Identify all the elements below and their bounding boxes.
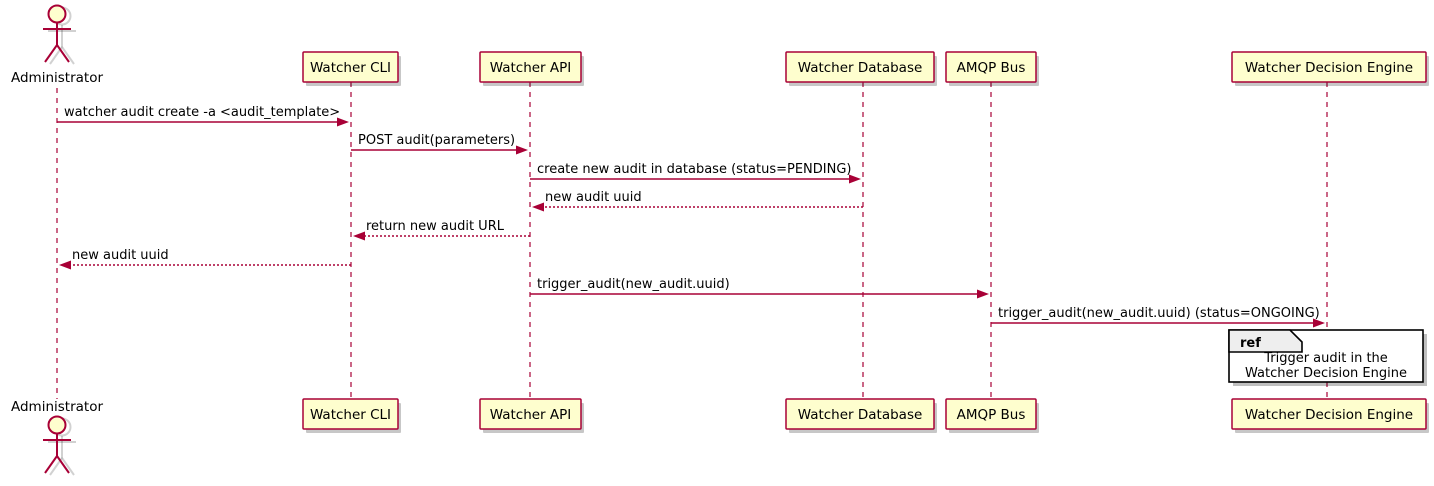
participant-label-watcher-cli-top: Watcher CLI — [310, 60, 391, 76]
participant-box-watcher-database[interactable] — [785, 51, 935, 83]
message-5[interactable]: return new audit URL — [353, 219, 530, 241]
message-6-arrowhead — [59, 260, 71, 270]
participant-header-watcher-database[interactable]: Watcher Database — [785, 51, 937, 86]
message-1-arrowhead — [337, 117, 349, 127]
message-3-label: create new audit in database (status=PEN… — [537, 162, 852, 177]
participant-label-watcher-decision-engine-bottom: Watcher Decision Engine — [1245, 407, 1413, 423]
message-7-arrowhead — [977, 289, 989, 299]
message-5-arrowhead — [353, 231, 365, 241]
participant-label-watcher-cli-bottom: Watcher CLI — [310, 407, 391, 423]
message-1-label: watcher audit create -a <audit_template> — [64, 105, 340, 120]
participant-box-amqp-bus-bottom[interactable] — [945, 398, 1037, 430]
message-7[interactable]: trigger_audit(new_audit.uuid) — [530, 277, 989, 299]
message-2[interactable]: POST audit(parameters) — [351, 133, 528, 155]
actor-label-administrator-top: Administrator — [11, 70, 103, 86]
message-1[interactable]: watcher audit create -a <audit_template> — [57, 105, 349, 127]
message-4[interactable]: new audit uuid — [532, 190, 863, 212]
actor-administrator-bottom[interactable]: Administrator — [11, 399, 103, 476]
participant-box-watcher-api[interactable] — [479, 51, 582, 83]
participant-footer-amqp-bus[interactable]: AMQP Bus — [945, 398, 1039, 433]
participant-box-watcher-database-bottom[interactable] — [785, 398, 935, 430]
message-8[interactable]: trigger_audit(new_audit.uuid) (status=ON… — [991, 306, 1325, 328]
ref-fragment-tab-label: ref — [1240, 336, 1261, 351]
actor-leg-left-icon — [44, 44, 58, 63]
participant-header-watcher-cli[interactable]: Watcher CLI — [302, 51, 401, 86]
message-6-label: new audit uuid — [72, 248, 169, 263]
participant-label-watcher-database-top: Watcher Database — [798, 60, 923, 76]
message-6[interactable]: new audit uuid — [59, 248, 351, 270]
actor-head-icon-bottom — [47, 415, 67, 435]
participant-footer-watcher-database[interactable]: Watcher Database — [785, 398, 937, 433]
participant-label-watcher-decision-engine-top: Watcher Decision Engine — [1245, 60, 1413, 76]
participant-box-watcher-decision-engine[interactable] — [1231, 51, 1427, 83]
message-5-label: return new audit URL — [366, 219, 505, 234]
participant-box-amqp-bus[interactable] — [945, 51, 1037, 83]
participant-label-amqp-bus-top: AMQP Bus — [957, 60, 1026, 76]
participant-box-watcher-cli-bottom[interactable] — [302, 398, 399, 430]
message-3-arrowhead — [849, 174, 861, 184]
participant-box-watcher-decision-engine-bottom[interactable] — [1231, 398, 1427, 430]
message-4-label: new audit uuid — [545, 190, 642, 205]
participant-footer-watcher-api[interactable]: Watcher API — [479, 398, 584, 433]
message-2-arrowhead — [516, 145, 528, 155]
participant-label-watcher-database-bottom: Watcher Database — [798, 407, 923, 423]
ref-fragment[interactable]: ref Trigger audit in the Watcher Decisio… — [1228, 329, 1427, 386]
participant-header-amqp-bus[interactable]: AMQP Bus — [945, 51, 1039, 86]
participant-footer-watcher-cli[interactable]: Watcher CLI — [302, 398, 401, 433]
actor-leg-left-icon-bottom — [44, 455, 58, 474]
actor-head-icon — [47, 4, 67, 24]
message-2-label: POST audit(parameters) — [358, 133, 515, 148]
actor-administrator-top[interactable]: Administrator — [11, 4, 103, 87]
message-3[interactable]: create new audit in database (status=PEN… — [530, 162, 861, 184]
participant-box-watcher-cli[interactable] — [302, 51, 399, 83]
participant-box-watcher-api-bottom[interactable] — [479, 398, 582, 430]
ref-fragment-line-2: Watcher Decision Engine — [1245, 366, 1407, 381]
participant-label-watcher-api-bottom: Watcher API — [490, 407, 572, 423]
participant-header-watcher-api[interactable]: Watcher API — [479, 51, 584, 86]
message-8-label: trigger_audit(new_audit.uuid) (status=ON… — [998, 306, 1320, 321]
participant-label-amqp-bus-bottom: AMQP Bus — [957, 407, 1026, 423]
participant-header-watcher-decision-engine[interactable]: Watcher Decision Engine — [1231, 51, 1429, 86]
message-8-arrowhead — [1313, 318, 1325, 328]
actor-label-administrator-bottom: Administrator — [11, 399, 103, 415]
ref-fragment-tab — [1228, 329, 1303, 353]
participant-footer-watcher-decision-engine[interactable]: Watcher Decision Engine — [1231, 398, 1429, 433]
message-4-arrowhead — [532, 202, 544, 212]
participant-label-watcher-api-top: Watcher API — [490, 60, 572, 76]
actor-leg-right-icon-bottom — [56, 455, 70, 474]
lifelines-group — [56, 82, 1328, 399]
message-7-label: trigger_audit(new_audit.uuid) — [537, 277, 730, 292]
actor-leg-right-icon — [56, 44, 70, 63]
ref-fragment-line-1: Trigger audit in the — [1263, 351, 1388, 366]
